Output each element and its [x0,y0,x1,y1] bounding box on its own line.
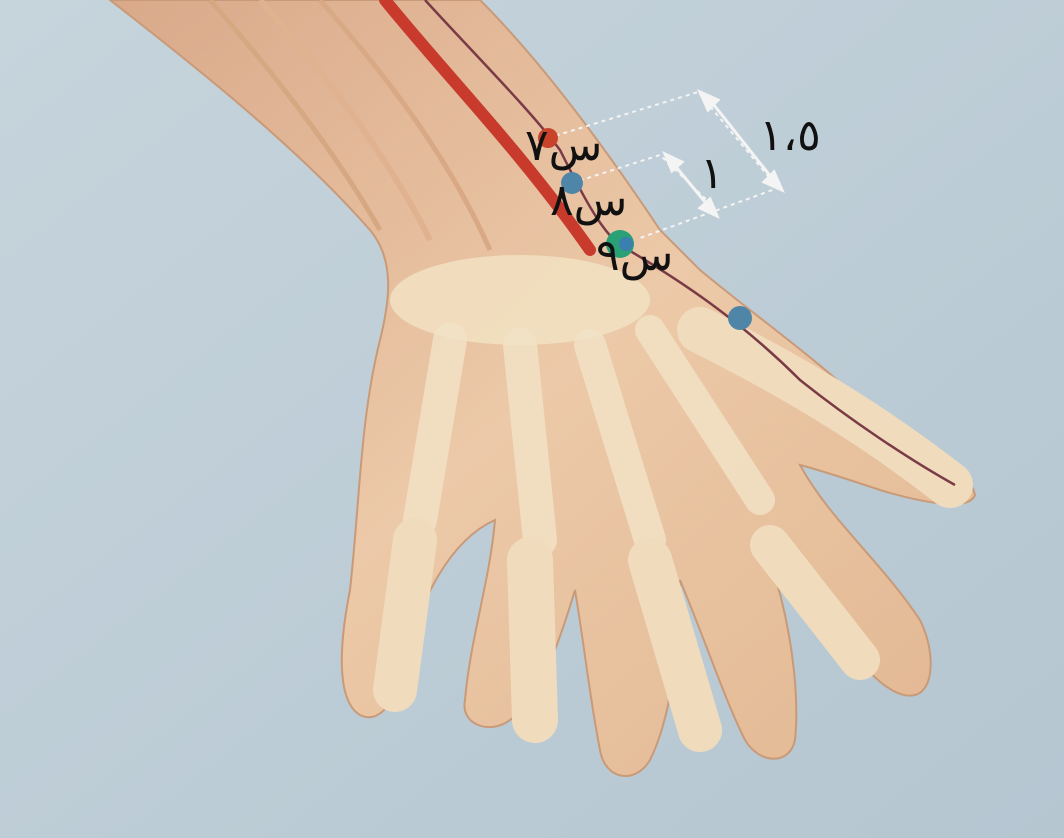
acupoint-marker-d[interactable] [728,306,752,330]
finger-middle [530,560,535,720]
label-measure-long: ١،٥ [759,110,820,161]
metacarpal-2 [520,345,540,540]
finger-index [395,540,415,690]
label-point-a: س٧ [525,120,602,171]
label-measure-short: ١ [700,148,724,199]
label-point-b: س٨ [550,175,627,226]
label-point-c: س٩ [596,230,673,281]
